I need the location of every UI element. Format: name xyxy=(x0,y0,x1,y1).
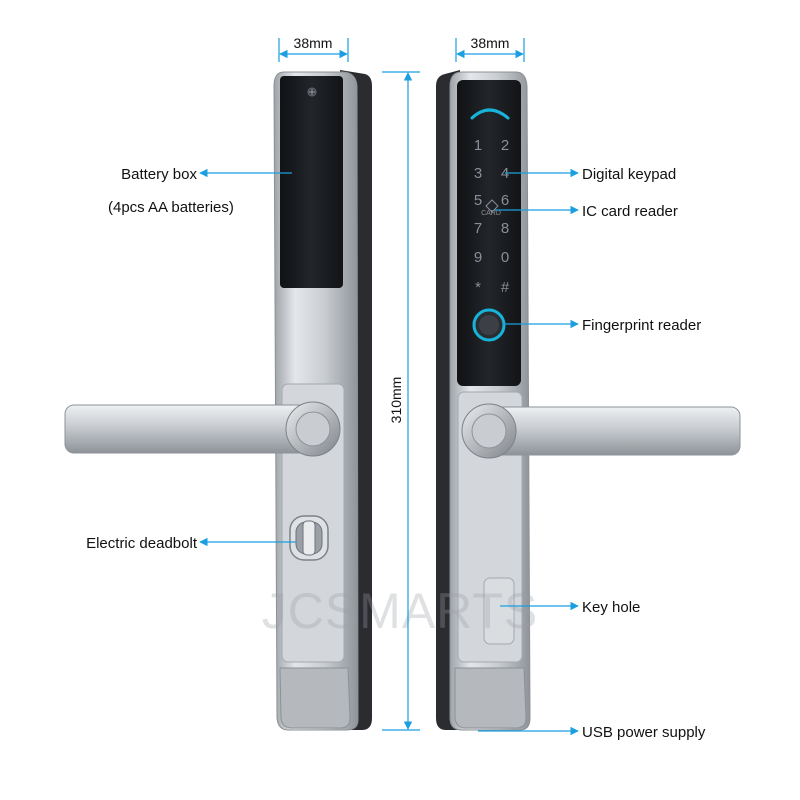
callout-ic-card-reader: IC card reader xyxy=(495,203,678,220)
card-reader-icon: CARD xyxy=(481,199,501,217)
left-lock-foot xyxy=(279,667,351,729)
right-handle-lever xyxy=(494,406,741,456)
keypad-key[interactable]: # xyxy=(501,279,510,296)
callout-electric-deadbolt: Electric deadbolt xyxy=(86,535,296,552)
callout-key-hole: Key hole xyxy=(500,599,640,616)
left-width-label: 38mm xyxy=(294,35,333,51)
right-handle xyxy=(461,403,741,459)
keypad-key[interactable]: 7 xyxy=(474,220,482,237)
callout-usb-power-supply: USB power supply xyxy=(478,724,706,741)
callout-battery-box: Battery box (4pcs AA batteries) xyxy=(108,166,292,216)
fingerprint-reader[interactable] xyxy=(472,308,506,342)
battery-box-label: Battery box xyxy=(121,166,197,183)
usb-power-supply-label: USB power supply xyxy=(582,724,706,741)
keypad-key[interactable]: 6 xyxy=(501,192,509,209)
watermark-text: JCSMARTS xyxy=(262,583,539,639)
keypad-key[interactable]: 2 xyxy=(501,137,509,154)
ic-card-reader-label: IC card reader xyxy=(582,203,678,220)
key-hole-label: Key hole xyxy=(582,599,640,616)
left-handle xyxy=(64,401,341,457)
dimension-height: 310mm xyxy=(382,71,420,731)
key-hole-cover xyxy=(483,577,515,645)
dimension-right-width: 38mm xyxy=(455,35,525,62)
height-label: 310mm xyxy=(388,377,404,424)
right-width-label: 38mm xyxy=(471,35,510,51)
callout-fingerprint-reader: Fingerprint reader xyxy=(503,317,701,334)
electric-deadbolt xyxy=(289,515,329,561)
keypad-panel xyxy=(457,80,521,386)
electric-deadbolt-label: Electric deadbolt xyxy=(86,535,198,552)
dimension-left-width: 38mm xyxy=(278,35,349,62)
keypad-key[interactable]: 3 xyxy=(474,165,482,182)
callout-digital-keypad: Digital keypad xyxy=(505,166,676,183)
keypad-key[interactable]: 8 xyxy=(501,220,509,237)
battery-note-label: (4pcs AA batteries) xyxy=(108,199,234,216)
battery-box-cover xyxy=(280,76,343,288)
status-light-icon xyxy=(470,108,510,120)
left-handle-lever xyxy=(64,404,316,454)
fingerprint-reader-label: Fingerprint reader xyxy=(582,317,701,334)
keypad-key[interactable]: 9 xyxy=(474,249,482,266)
card-reader-text: CARD xyxy=(481,210,501,217)
keypad-key[interactable]: 1 xyxy=(474,137,482,154)
right-lock-body xyxy=(436,70,531,731)
right-lock-foot xyxy=(454,667,527,729)
digital-keypad-label: Digital keypad xyxy=(582,166,676,183)
keypad-key[interactable]: 5 xyxy=(474,192,482,209)
keypad-key[interactable]: 0 xyxy=(501,249,509,266)
keypad-key[interactable]: * xyxy=(475,279,481,296)
screw-icon xyxy=(307,87,317,97)
keypad-keys: 1 2 3 4 5 6 7 8 9 0 * # xyxy=(474,137,510,296)
